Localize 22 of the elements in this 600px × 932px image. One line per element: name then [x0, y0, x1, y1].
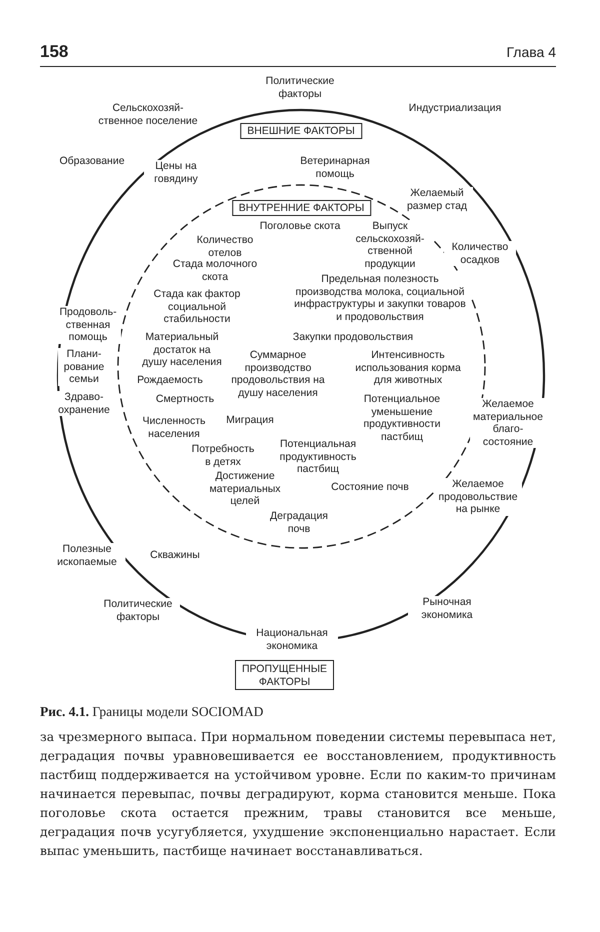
chapter-title: Глава 4	[506, 44, 556, 60]
figure-caption: Рис. 4.1. Границы модели SOCIOMAD	[40, 704, 264, 720]
factor-label: Желаемое продовольствие на рынке	[434, 478, 522, 516]
factor-label: Образование	[58, 155, 126, 168]
factor-label: Количество осадков	[444, 241, 516, 266]
page-number: 158	[40, 42, 68, 62]
section-heading: ВНЕШНИЕ ФАКТОРЫ	[240, 123, 362, 139]
factor-label: Скважины	[149, 549, 201, 562]
section-heading: ВНУТРЕННИЕ ФАКТОРЫ	[232, 200, 372, 216]
label-box: ПРОПУЩЕННЫЕ ФАКТОРЫ	[235, 660, 334, 690]
factor-label: Национальная экономика	[246, 627, 338, 652]
factor-label: Смертность	[154, 393, 216, 406]
factor-label: Индустриализация	[408, 102, 502, 114]
factor-label: Желаемое материальное благо-состояние	[470, 398, 546, 448]
factor-label: Поголовье скота	[258, 220, 342, 232]
factor-label: Состояние почв	[330, 481, 410, 494]
factor-label: Рождаемость	[136, 374, 204, 386]
factor-label: Стада молочного скота	[170, 258, 260, 283]
factor-label: Суммарное производство продовольствия на душу населения	[230, 349, 326, 399]
factor-label: Миграция	[225, 414, 275, 426]
body-paragraph: за чрезмерного выпаса. При нормальном поведении системы перевыпаса нет, деградация почвы уравновешивается ее восстановлением, продуктивность пастбищ поддерживается на устойчивом уровне. Если по каким-то причинам начинается перевыпас, почвы деградируют, корма становится меньше. Пока поголовье скота остается прежним, травы становится все меньше, деградация почв усугубляется, ухудшение экспоненциально нарастает. Если выпас уменьшить, пастбище начинает восстанавливаться.	[40, 729, 556, 860]
factor-label: Закупки продовольствия	[292, 331, 414, 344]
